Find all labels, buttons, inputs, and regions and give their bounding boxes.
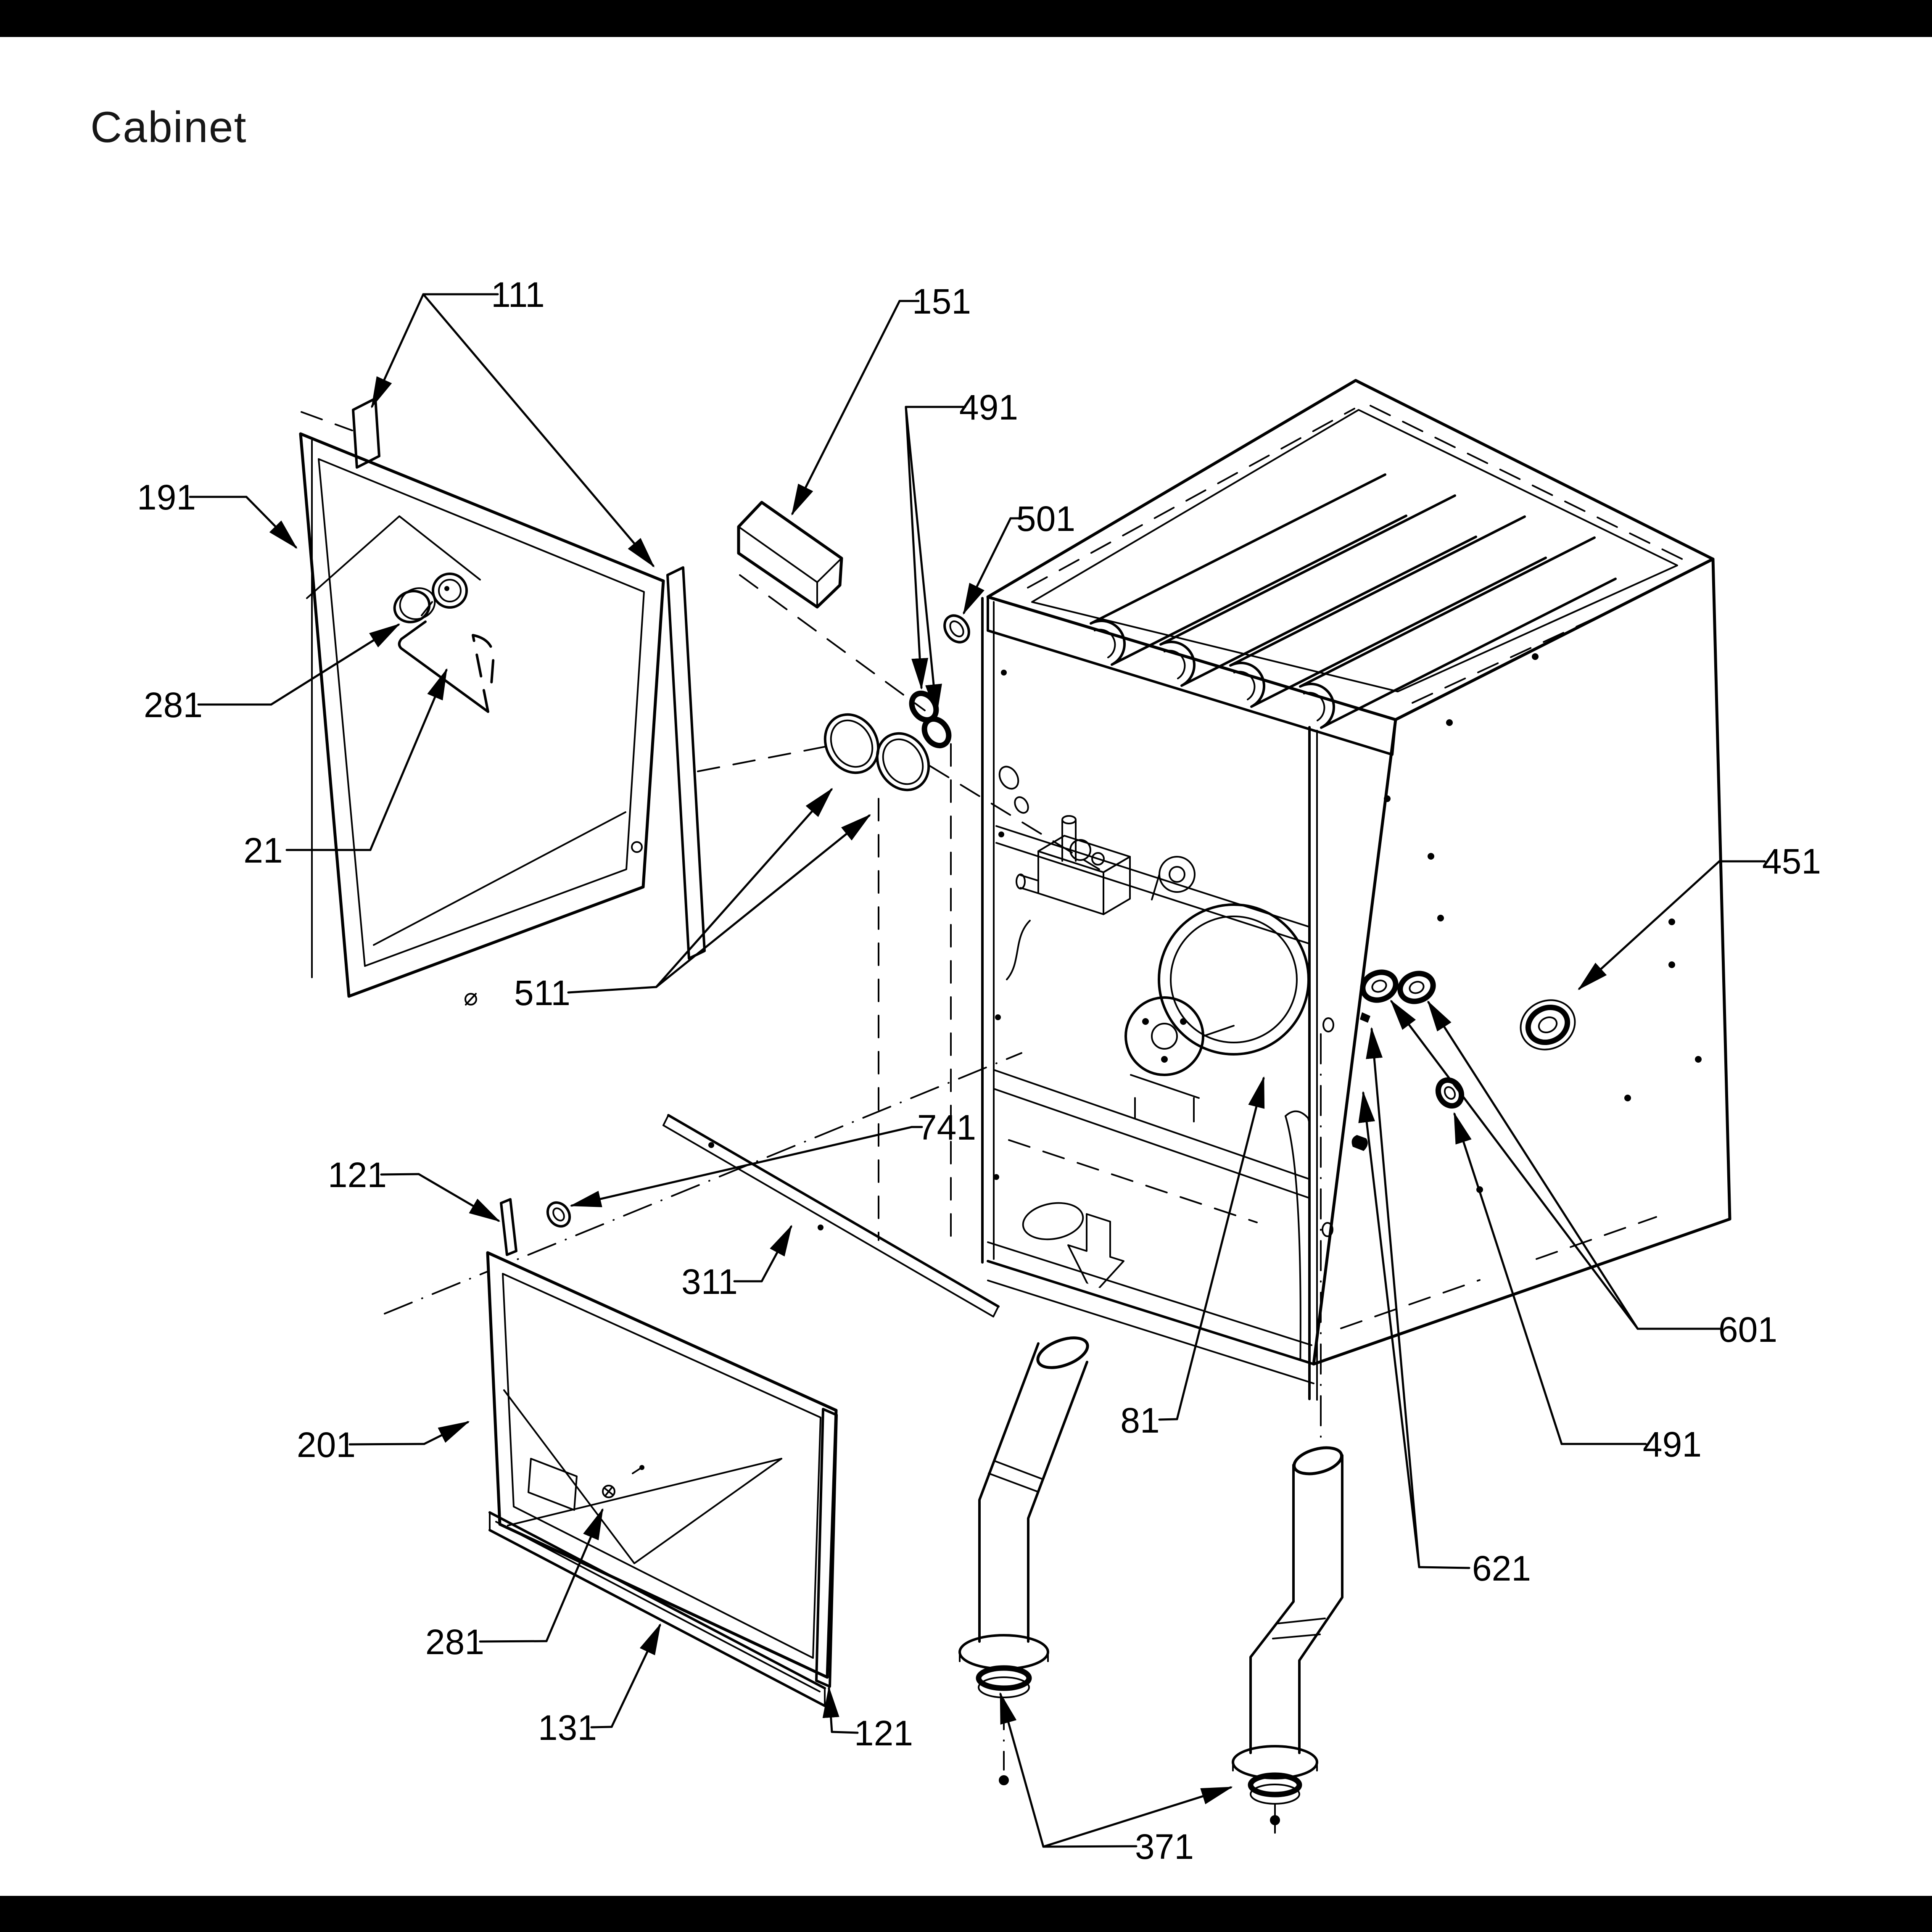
part-label-281a: 281 bbox=[144, 685, 203, 725]
latch-clip-lower bbox=[1351, 1135, 1368, 1151]
grommets-601 bbox=[1360, 969, 1436, 1004]
airflow-down-arrow-icon bbox=[1067, 1213, 1124, 1296]
leader-121b bbox=[831, 1731, 859, 1734]
part-label-601: 601 bbox=[1718, 1310, 1777, 1349]
left-pipe-opening bbox=[1036, 1336, 1089, 1369]
grommet-491-side bbox=[1435, 1077, 1465, 1109]
part-label-491a: 491 bbox=[959, 388, 1018, 427]
letterbox-top bbox=[0, 0, 1932, 37]
part-label-281b: 281 bbox=[425, 1622, 484, 1662]
exhaust-pipes bbox=[958, 1336, 1343, 1834]
part-label-491b: 491 bbox=[1643, 1425, 1702, 1464]
bottom-rail-311 bbox=[662, 1114, 1000, 1317]
grommet-491-front-2 bbox=[921, 716, 952, 749]
leader-281b bbox=[479, 1640, 548, 1643]
part-label-131: 131 bbox=[538, 1708, 597, 1747]
part-label-121a: 121 bbox=[328, 1155, 387, 1195]
part-label-121b: 121 bbox=[854, 1713, 913, 1753]
part-label-371: 371 bbox=[1135, 1827, 1194, 1866]
grommet-451 bbox=[1520, 999, 1576, 1050]
upper-door-panel bbox=[299, 432, 665, 998]
inducer-blower bbox=[1124, 903, 1309, 1122]
callout-leaders bbox=[189, 293, 1766, 1848]
part-label-311: 311 bbox=[681, 1262, 738, 1301]
letterbox-bottom bbox=[0, 1896, 1932, 1932]
grommet-741 bbox=[546, 1201, 571, 1228]
wedge-bracket-151 bbox=[737, 501, 926, 711]
door-screw-281 bbox=[602, 1465, 644, 1498]
part-label-111: 111 bbox=[491, 275, 545, 314]
door-flange-strip-111-side bbox=[666, 566, 706, 960]
leader-511 bbox=[567, 986, 657, 994]
page-title: Cabinet bbox=[90, 103, 247, 152]
upper-door-assembly bbox=[299, 397, 706, 1006]
part-label-21: 21 bbox=[243, 831, 282, 870]
part-label-741: 741 bbox=[917, 1108, 976, 1147]
part-label-451: 451 bbox=[1762, 842, 1821, 881]
cabinet-body bbox=[981, 379, 1731, 1447]
grommets-and-orings bbox=[384, 614, 1100, 1314]
part-label-201: 201 bbox=[297, 1425, 356, 1465]
door-knob-and-plug bbox=[393, 573, 468, 623]
trim-strip-121-left bbox=[500, 1198, 517, 1256]
part-label-621: 621 bbox=[1472, 1549, 1531, 1588]
leader-621 bbox=[1418, 1566, 1470, 1569]
gas-valve bbox=[1016, 835, 1131, 915]
leader-81 bbox=[1158, 1418, 1178, 1421]
interior-assembly bbox=[994, 670, 1309, 1362]
door-label-patch bbox=[528, 1458, 578, 1511]
part-label-81: 81 bbox=[1120, 1401, 1159, 1440]
door-flange-strip-111-top bbox=[352, 397, 380, 469]
part-label-511: 511 bbox=[514, 973, 570, 1013]
lower-door-panel bbox=[486, 1251, 838, 1679]
part-label-191: 191 bbox=[137, 478, 196, 517]
callout-labels: 111 151 491 501 191 281 21 511 741 121 3… bbox=[137, 275, 1821, 1866]
part-label-501: 501 bbox=[1016, 499, 1075, 538]
latch-clip-upper bbox=[1360, 1012, 1370, 1023]
part-label-151: 151 bbox=[912, 282, 971, 321]
oring-511-pair bbox=[823, 713, 930, 792]
right-pipe-opening bbox=[1293, 1446, 1343, 1475]
leader-121a bbox=[380, 1173, 420, 1176]
grommet-501 bbox=[943, 614, 970, 644]
leader-371 bbox=[1042, 1845, 1138, 1848]
lower-door-assembly bbox=[486, 1198, 838, 1707]
